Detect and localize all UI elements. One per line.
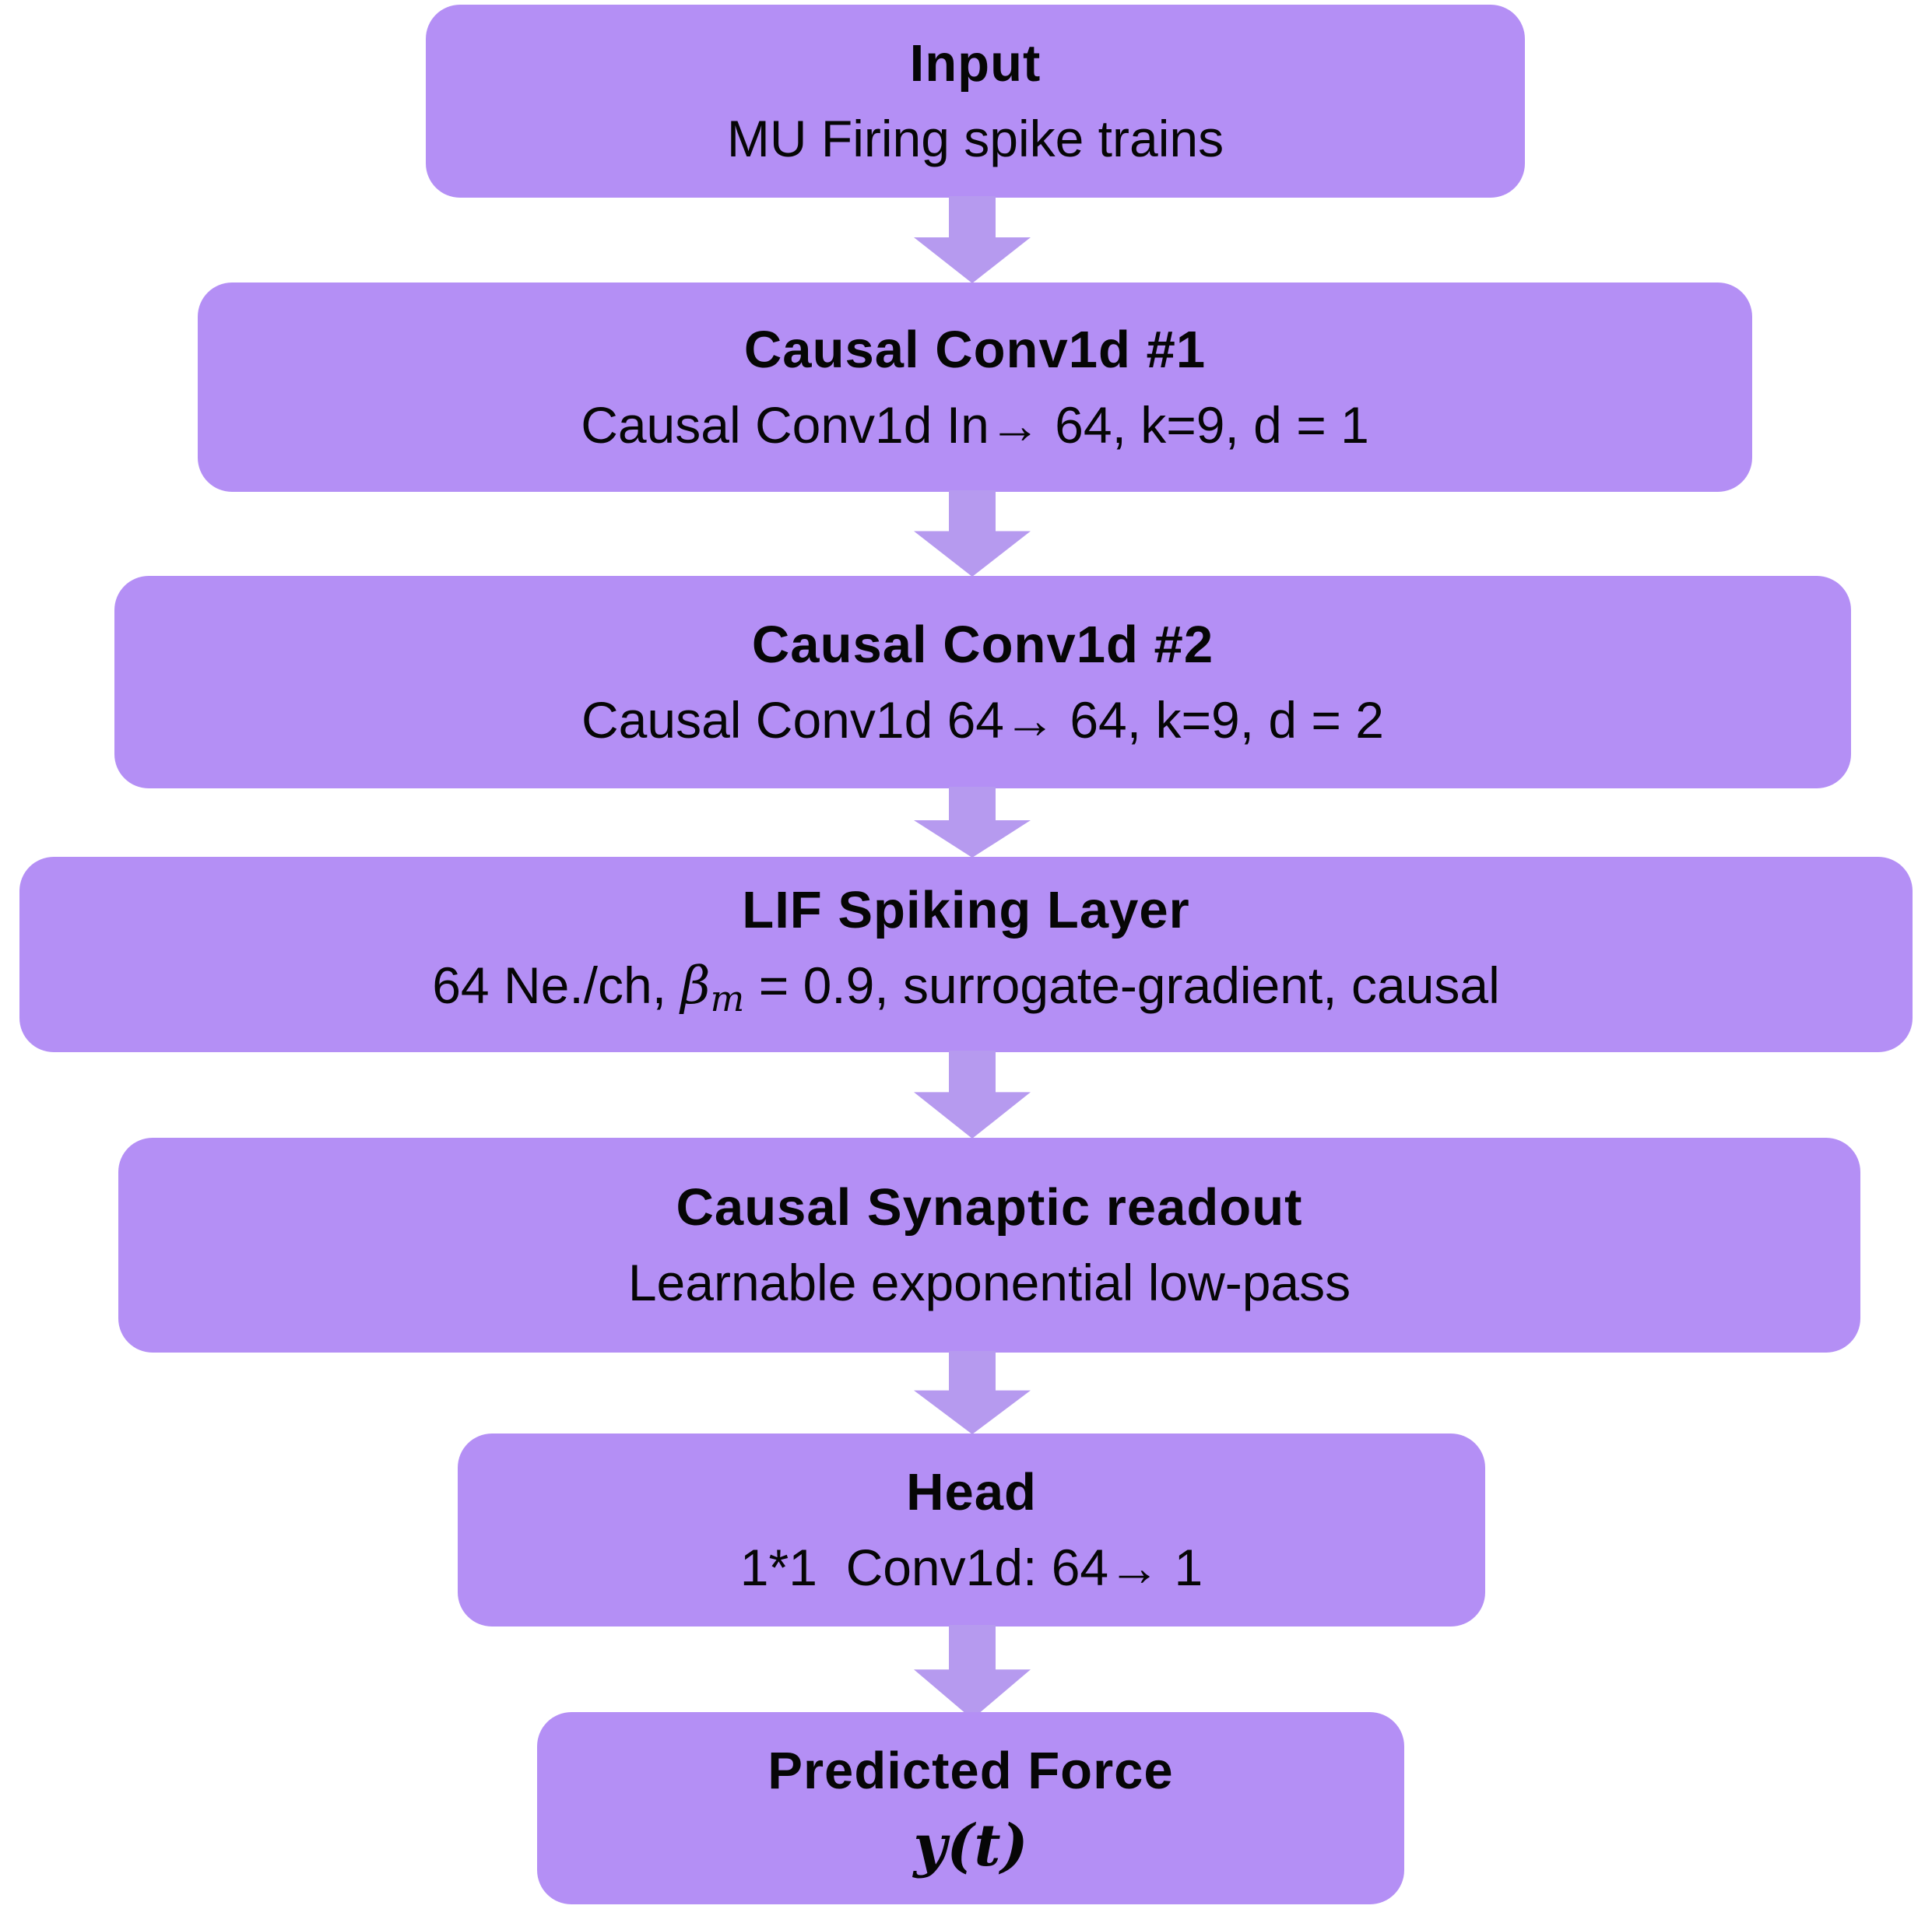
node-lif-spiking-layer-subtitle: 64 Ne./ch, βm = 0.9, surrogate-gradient,… — [432, 948, 1500, 1037]
node-head-title: Head — [906, 1463, 1037, 1521]
node-predicted-force-title: Predicted Force — [768, 1741, 1174, 1800]
node-causal-synaptic-readout-subtitle: Learnable exponential low-pass — [627, 1254, 1351, 1311]
down-arrow-1 — [910, 196, 1034, 283]
node-head: Head 1*1 Conv1d: 64→ 1 — [458, 1434, 1485, 1627]
node-causal-conv1d-2: Causal Conv1d #2 Causal Conv1d 64→ 64, k… — [114, 576, 1851, 788]
beta-subscript: m — [710, 977, 745, 1020]
node-input: Input MU Firing spike trains — [426, 5, 1525, 198]
node-causal-conv1d-1-title: Causal Conv1d #1 — [743, 320, 1207, 379]
down-arrow-5 — [910, 1351, 1034, 1434]
down-arrow-4 — [910, 1051, 1034, 1139]
down-arrow-6 — [910, 1625, 1034, 1719]
node-input-subtitle: MU Firing spike trains — [726, 110, 1224, 167]
down-arrow-icon — [914, 196, 1031, 283]
down-arrow-2 — [910, 490, 1034, 577]
predicted-force-formula: y(t) — [913, 1812, 1028, 1879]
node-input-title: Input — [909, 34, 1042, 93]
down-arrow-icon — [914, 1351, 1031, 1434]
node-causal-conv1d-1-subtitle: Causal Conv1d In→ 64, k=9, d = 1 — [581, 395, 1369, 454]
node-head-subtitle: 1*1 Conv1d: 64→ 1 — [739, 1539, 1203, 1596]
node-lif-spiking-layer: LIF Spiking Layer 64 Ne./ch, βm = 0.9, s… — [19, 857, 1913, 1052]
node-causal-conv1d-2-subtitle: Causal Conv1d 64→ 64, k=9, d = 2 — [581, 690, 1384, 749]
node-causal-synaptic-readout-title: Causal Synaptic readout — [676, 1178, 1303, 1237]
node-causal-synaptic-readout: Causal Synaptic readout Learnable expone… — [118, 1138, 1860, 1353]
down-arrow-icon — [914, 490, 1031, 577]
node-predicted-force: Predicted Force y(t) — [537, 1712, 1404, 1904]
node-causal-conv1d-2-title: Causal Conv1d #2 — [751, 615, 1214, 674]
node-causal-conv1d-1: Causal Conv1d #1 Causal Conv1d In→ 64, k… — [198, 282, 1752, 492]
down-arrow-icon — [914, 787, 1031, 858]
lif-subtitle-post: = 0.9, surrogate-gradient, causal — [744, 956, 1500, 1014]
lif-subtitle-pre: 64 Ne./ch, — [432, 956, 681, 1014]
down-arrow-icon — [914, 1051, 1031, 1139]
down-arrow-3 — [910, 787, 1034, 858]
node-lif-spiking-layer-title: LIF Spiking Layer — [742, 880, 1190, 939]
beta-symbol: β — [680, 955, 711, 1016]
down-arrow-icon — [914, 1625, 1031, 1719]
